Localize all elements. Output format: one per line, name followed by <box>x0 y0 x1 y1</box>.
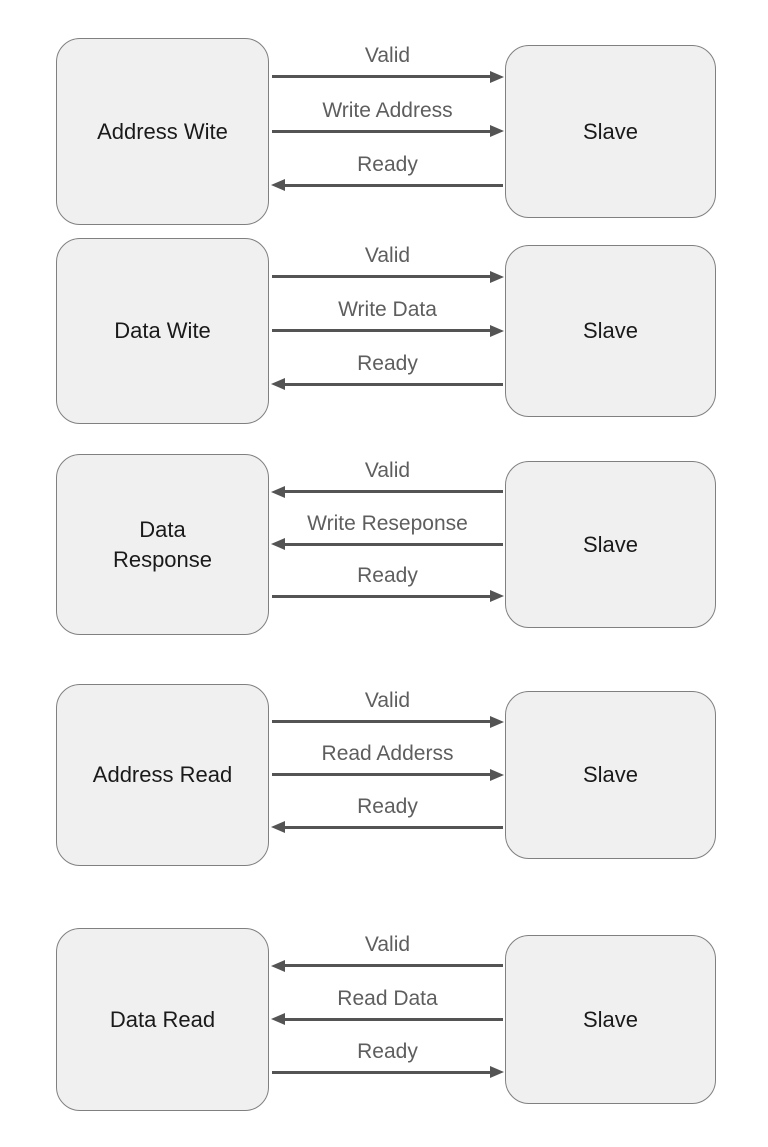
master-box: Data Wite <box>56 238 269 424</box>
signal-label: Write Address <box>322 98 453 122</box>
signal-ready: Ready <box>272 1040 503 1074</box>
slave-box-label: Slave <box>582 762 639 788</box>
signal-arrow <box>284 490 503 493</box>
master-box-label: Address Read <box>92 762 233 788</box>
row-data-read: Data Read Valid Read Data Ready Slave <box>0 928 768 1111</box>
signal-valid: Valid <box>272 459 503 493</box>
row-data-write: Data Wite Valid Write Data Ready Slave <box>0 238 768 424</box>
row-data-response: Data Response Valid Write Reseponse Read… <box>0 454 768 635</box>
slave-box: Slave <box>505 461 716 628</box>
signal-label: Ready <box>357 152 418 176</box>
signal-label: Valid <box>364 244 411 268</box>
slave-box: Slave <box>505 45 716 218</box>
signal-ready: Ready <box>272 352 503 386</box>
signal-read-data: Read Data <box>272 987 503 1021</box>
signal-arrow <box>272 773 491 776</box>
master-box-label: Data Response <box>112 516 213 572</box>
slave-box-label: Slave <box>582 118 639 144</box>
signal-label: Write Reseponse <box>307 511 468 535</box>
signal-ready: Ready <box>272 153 503 187</box>
signal-valid: Valid <box>272 244 503 279</box>
master-box: Address Read <box>56 684 269 866</box>
master-box: Address Wite <box>56 38 269 225</box>
signal-arrow <box>284 1017 503 1021</box>
signal-label: Ready <box>357 351 418 375</box>
slave-box: Slave <box>505 245 716 417</box>
slave-box-label: Slave <box>582 318 639 344</box>
signal-label: Write Data <box>338 298 437 321</box>
signal-label: Read Adderss <box>321 742 454 765</box>
master-box-label: Data Wite <box>114 318 211 344</box>
signal-label: Valid <box>364 459 411 482</box>
row-address-read: Address Read Valid Read Adderss Ready Sl… <box>0 684 768 866</box>
signal-label: Valid <box>364 933 411 957</box>
master-box: Data Read <box>56 928 269 1111</box>
signal-valid: Valid <box>272 44 503 79</box>
signal-write-data: Write Data <box>272 298 503 332</box>
signal-ready: Ready <box>272 564 503 598</box>
signal-label: Valid <box>364 44 411 68</box>
signal-ready: Ready <box>272 795 503 829</box>
signal-label: Ready <box>357 563 418 587</box>
signal-arrow <box>272 329 491 332</box>
master-box-label: Data Read <box>109 1006 216 1032</box>
signal-label: Ready <box>357 794 418 818</box>
slave-box: Slave <box>505 691 716 859</box>
signal-arrow <box>284 964 503 968</box>
signal-arrow <box>272 129 491 133</box>
signal-arrow <box>284 542 503 546</box>
signal-label: Read Data <box>337 986 438 1010</box>
signal-arrow <box>284 382 503 386</box>
signal-arrow <box>272 75 491 79</box>
signal-arrow <box>272 594 491 598</box>
signal-valid: Valid <box>272 933 503 968</box>
master-box-label: Address Wite <box>97 118 228 144</box>
signal-arrow <box>272 720 491 724</box>
master-box: Data Response <box>56 454 269 635</box>
slave-box: Slave <box>505 935 716 1104</box>
signal-label: Valid <box>364 689 411 713</box>
signal-arrow <box>284 183 503 187</box>
slave-box-label: Slave <box>582 531 639 557</box>
signal-arrow <box>272 275 491 279</box>
signal-label: Ready <box>357 1039 418 1063</box>
signal-write-response: Write Reseponse <box>272 512 503 546</box>
signal-write-address: Write Address <box>272 99 503 133</box>
slave-box-label: Slave <box>582 1006 639 1032</box>
signal-read-address: Read Adderss <box>272 742 503 776</box>
signal-arrow <box>272 1070 491 1074</box>
row-address-write: Address Wite Valid Write Address Ready S… <box>0 38 768 225</box>
signal-arrow <box>284 825 503 829</box>
signal-valid: Valid <box>272 689 503 724</box>
